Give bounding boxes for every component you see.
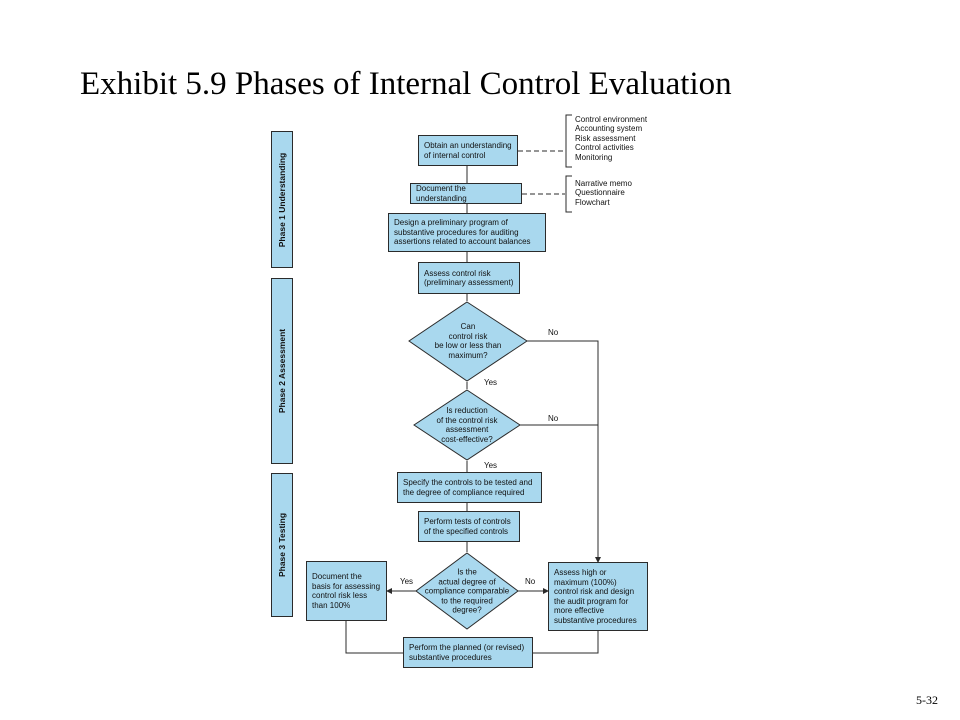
list-item: Questionnaire xyxy=(575,188,625,198)
phase-2-bar: Phase 2 Assessment xyxy=(271,278,293,464)
components-bracket xyxy=(565,114,572,168)
decision-is-actual-degree-text: Is the actual degree of compliance compa… xyxy=(424,567,510,615)
label-no-decision1: No xyxy=(548,328,559,337)
page-number: 5-32 xyxy=(916,693,938,707)
step-obtain-understanding: Obtain an understanding of internal cont… xyxy=(418,135,518,166)
page-title: Exhibit 5.9 Phases of Internal Control E… xyxy=(80,66,732,102)
step-design-preliminary: Design a preliminary program of substant… xyxy=(388,213,546,252)
step-document-basis: Document the basis for assessing control… xyxy=(306,561,387,621)
list-item: Control activities xyxy=(575,143,634,153)
documentation-list: Narrative memo Questionnaire Flowchart xyxy=(575,179,632,207)
decision-is-actual-degree xyxy=(415,552,519,630)
list-item: Control environment xyxy=(575,115,648,124)
decision-is-reduction-text: Is reduction of the control risk assessm… xyxy=(436,406,498,444)
list-item: Narrative memo xyxy=(575,179,632,188)
list-item: Monitoring xyxy=(575,152,613,162)
label-yes-decision3: Yes xyxy=(400,577,414,586)
label-yes-decision1: Yes xyxy=(484,378,498,387)
documentation-bracket xyxy=(565,175,572,213)
decision-is-reduction xyxy=(413,389,521,461)
label-no-decision3: No xyxy=(525,577,536,586)
step-perform-planned: Perform the planned (or revised) substan… xyxy=(403,637,533,668)
step-specify-controls: Specify the controls to be tested and th… xyxy=(397,472,542,503)
list-item: Risk assessment xyxy=(575,133,636,143)
list-item: Flowchart xyxy=(575,197,610,207)
connector-decision1-no xyxy=(527,340,601,563)
components-list: Control environment Accounting system Ri… xyxy=(575,115,647,162)
connector-assess-high-to-perform xyxy=(533,631,599,654)
phase-1-bar: Phase 1 Understanding xyxy=(271,131,293,268)
step-assess-control-risk: Assess control risk (preliminary assessm… xyxy=(418,262,520,294)
phase-3-bar: Phase 3 Testing xyxy=(271,473,293,617)
decision-can-control-risk-text: Can control risk be low or less than max… xyxy=(434,322,502,360)
decision-can-control-risk xyxy=(408,301,528,382)
label-yes-decision2: Yes xyxy=(484,461,498,470)
step-perform-tests: Perform tests of controls of the specifi… xyxy=(418,511,520,542)
list-item: Accounting system xyxy=(575,124,643,134)
connector-document-basis-to-perform xyxy=(345,621,403,654)
step-assess-high: Assess high or maximum (100%) control ri… xyxy=(548,562,648,631)
step-document-understanding: Document the understanding xyxy=(410,183,522,204)
label-no-decision2: No xyxy=(548,414,559,423)
